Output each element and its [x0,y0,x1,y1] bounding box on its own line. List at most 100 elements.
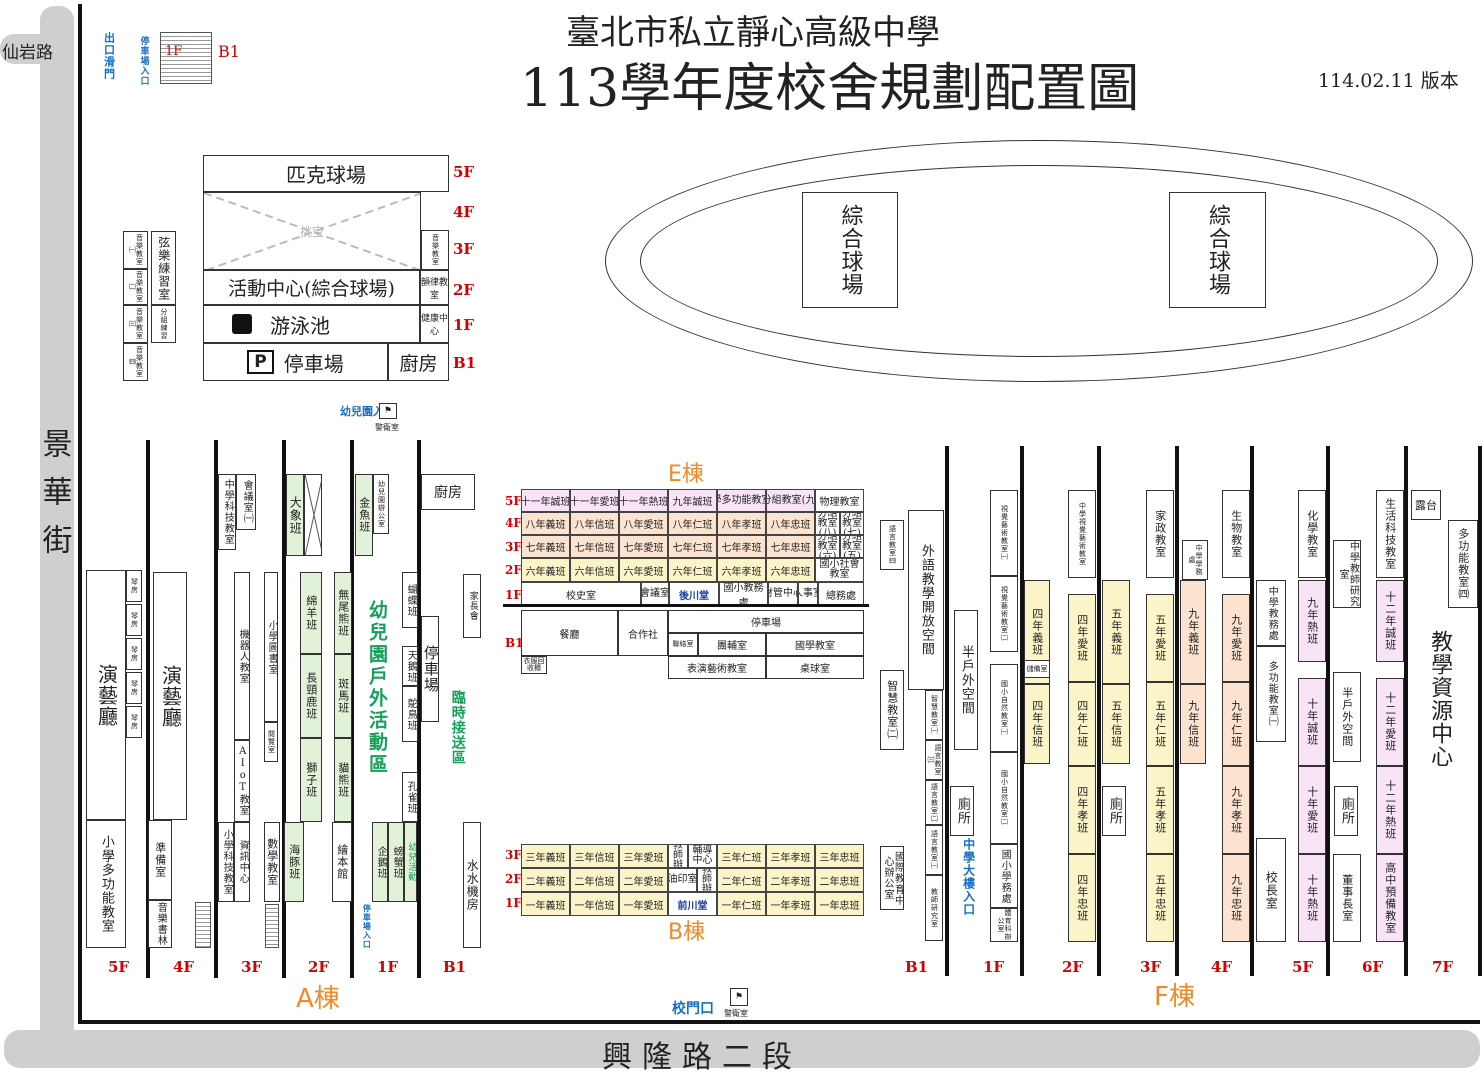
primary-science-room: 小學科技教室 [218,822,234,902]
e-3f-room: 分組教室(五) [840,535,864,558]
crab-class: 螃蟹班 [388,822,404,902]
wall-bottom [78,1020,1480,1024]
f-entrance: 中學大樓入口 [961,838,976,916]
f-intl-edu-office: 國際教育中心辦公室 [880,846,904,910]
e-5f-room: 十一年熱班 [619,489,668,512]
performance-hall: 演藝廳 [86,570,126,820]
f-wall-8 [1478,446,1482,976]
f-multifunction-4: 多功能教室㈣ [1448,520,1478,608]
e-3f-room: 分組教室(六) [815,535,840,558]
road-jinghua [40,6,74,1046]
e-1f-room: 會議室 [641,582,669,606]
e-5f-room: 九年誠班 [668,489,717,512]
e-3f-room: 七年愛班 [619,535,668,558]
f-g12-re: 十二年熱班 [1376,766,1404,854]
f-primary-affairs: 國小學務處 [990,844,1018,908]
zebra-class: 斑馬班 [334,654,352,738]
f-nature-1: 國小自然教室㈠ [990,664,1018,752]
mid-science-room: 中學科技教室 [218,474,236,550]
top-1f: 1F [165,44,183,59]
court-2: 綜合球場 [1169,192,1266,308]
e-1f-room: 人事室 [798,582,818,606]
f-g5-xin: 五年信班 [1102,684,1130,764]
e-3f-room: 七年信班 [570,535,619,558]
road-xianyan-label: 仙岩路 [2,43,53,63]
a-wall-2 [214,440,218,978]
lion-class: 獅子班 [300,738,322,822]
e-4f-room: 八年義班 [521,512,570,535]
music-room-3f: 音樂教室 [421,230,449,270]
elephant-class: 大象班 [286,474,304,556]
f-home-ec: 家政教室 [1146,490,1174,578]
a-wall-1 [146,440,150,978]
e-4f-room: 八年忠班 [766,512,815,535]
e-3f-room: 七年忠班 [766,535,815,558]
f-chemistry: 化學教室 [1298,490,1326,578]
guard-icon-kg: ⚑ [379,403,397,419]
music-room-1: 音樂教室㈠ [123,231,148,269]
f-storage: 儲備室 [1024,660,1050,678]
f-g5-ai: 五年愛班 [1146,594,1174,682]
e-5f-room: 分組教室(九) [766,489,815,512]
b-2f-room: 油印室 [668,868,697,892]
wall-left [78,4,82,1024]
b-2f-room: 二年信班 [570,868,619,892]
building-a-label: A棟 [296,984,340,1014]
b-3f-room: 三年信班 [570,844,619,868]
void-2f-cross-icon [305,475,321,555]
f-g5-zhong: 五年忠班 [1146,854,1174,942]
act-floor-2f: 2F [453,281,475,299]
f-wall-5 [1250,446,1254,976]
f-mid-teacher-room: 中學教師研究室 [1333,540,1361,608]
e-performing-arts-room: 表演藝術教室 [668,656,766,679]
swimming-pool-label: 游泳池 [270,313,330,338]
e-5f-room: 十一年愛班 [570,489,619,512]
court-1: 綜合球場 [802,192,898,308]
e-floor-3f: 3F [505,540,522,554]
f-semi-outdoor-2: 半戶外空間 [1333,672,1361,762]
f-restroom-1f: 廁所 [950,786,974,836]
e-1f-room: 後川堂 [669,582,719,606]
f-foreign-lang-space: 外語教學開放空間 [908,510,944,690]
piano-room-3: 琴房 [126,638,142,670]
e-floor-1f: 1F [505,588,522,602]
e-floor-5f: 5F [505,494,522,508]
f-floor-b1: B1 [905,958,929,976]
parking-b1: P 停車場 [203,343,388,381]
pickleball-court: 匹克球場 [203,155,449,192]
b-row-3f: 三年義班 三年信班 三年愛班 國小教師辦公室 輔導中心 三年仁班 三年孝班 三年… [521,844,864,868]
b-floor-3f: 3F [505,848,522,862]
reading-room: 閱覽室 [264,722,278,762]
f-g10-cheng: 十年誠班 [1298,678,1326,766]
piano-room-4: 琴房 [126,672,142,704]
a-kitchen: 廚房 [421,474,475,510]
peacock-class: 孔雀班 [402,772,418,822]
swimming-pool: 游泳池 [203,305,420,343]
building-b-label: B棟 [668,920,706,945]
b-2f-room: 二年愛班 [619,868,668,892]
water-machine-room: 水水機房 [463,822,481,948]
group-practice-1: 分組練習 [151,305,176,343]
e-1f-room: 總務處 [818,582,864,606]
e-1f-room: 校史室 [521,582,641,606]
kg-guard-room: 警衛室 [375,423,399,432]
b-2f-room: 二年仁班 [717,868,766,892]
kg-office: 幼兒園辦公室 [373,474,389,534]
giraffe-class: 長頸鹿班 [300,654,322,738]
f-g5-yi: 五年義班 [1102,580,1130,684]
a-floor-2f: 2F [308,958,330,976]
f-restroom-3f: 廁所 [1102,786,1126,836]
f-wall-6 [1326,446,1330,976]
building-f-label: F棟 [1154,982,1195,1012]
e-2f-room: 六年愛班 [619,558,668,582]
f-lang-room-1: 語言教室㈠ [925,825,943,875]
b-3f-room: 輔導中心 [688,844,717,868]
penguin-class: 企鵝班 [372,822,388,902]
road-xinglong [4,1030,1480,1068]
e-table-tennis-room: 桌球室 [766,656,864,679]
e-clothing-recycle: 衣服回收櫃 [521,656,547,674]
piano-room-2: 琴房 [126,604,142,636]
music-room-4: 音樂教室㈣ [123,343,148,381]
parking-icon: P [247,350,274,374]
